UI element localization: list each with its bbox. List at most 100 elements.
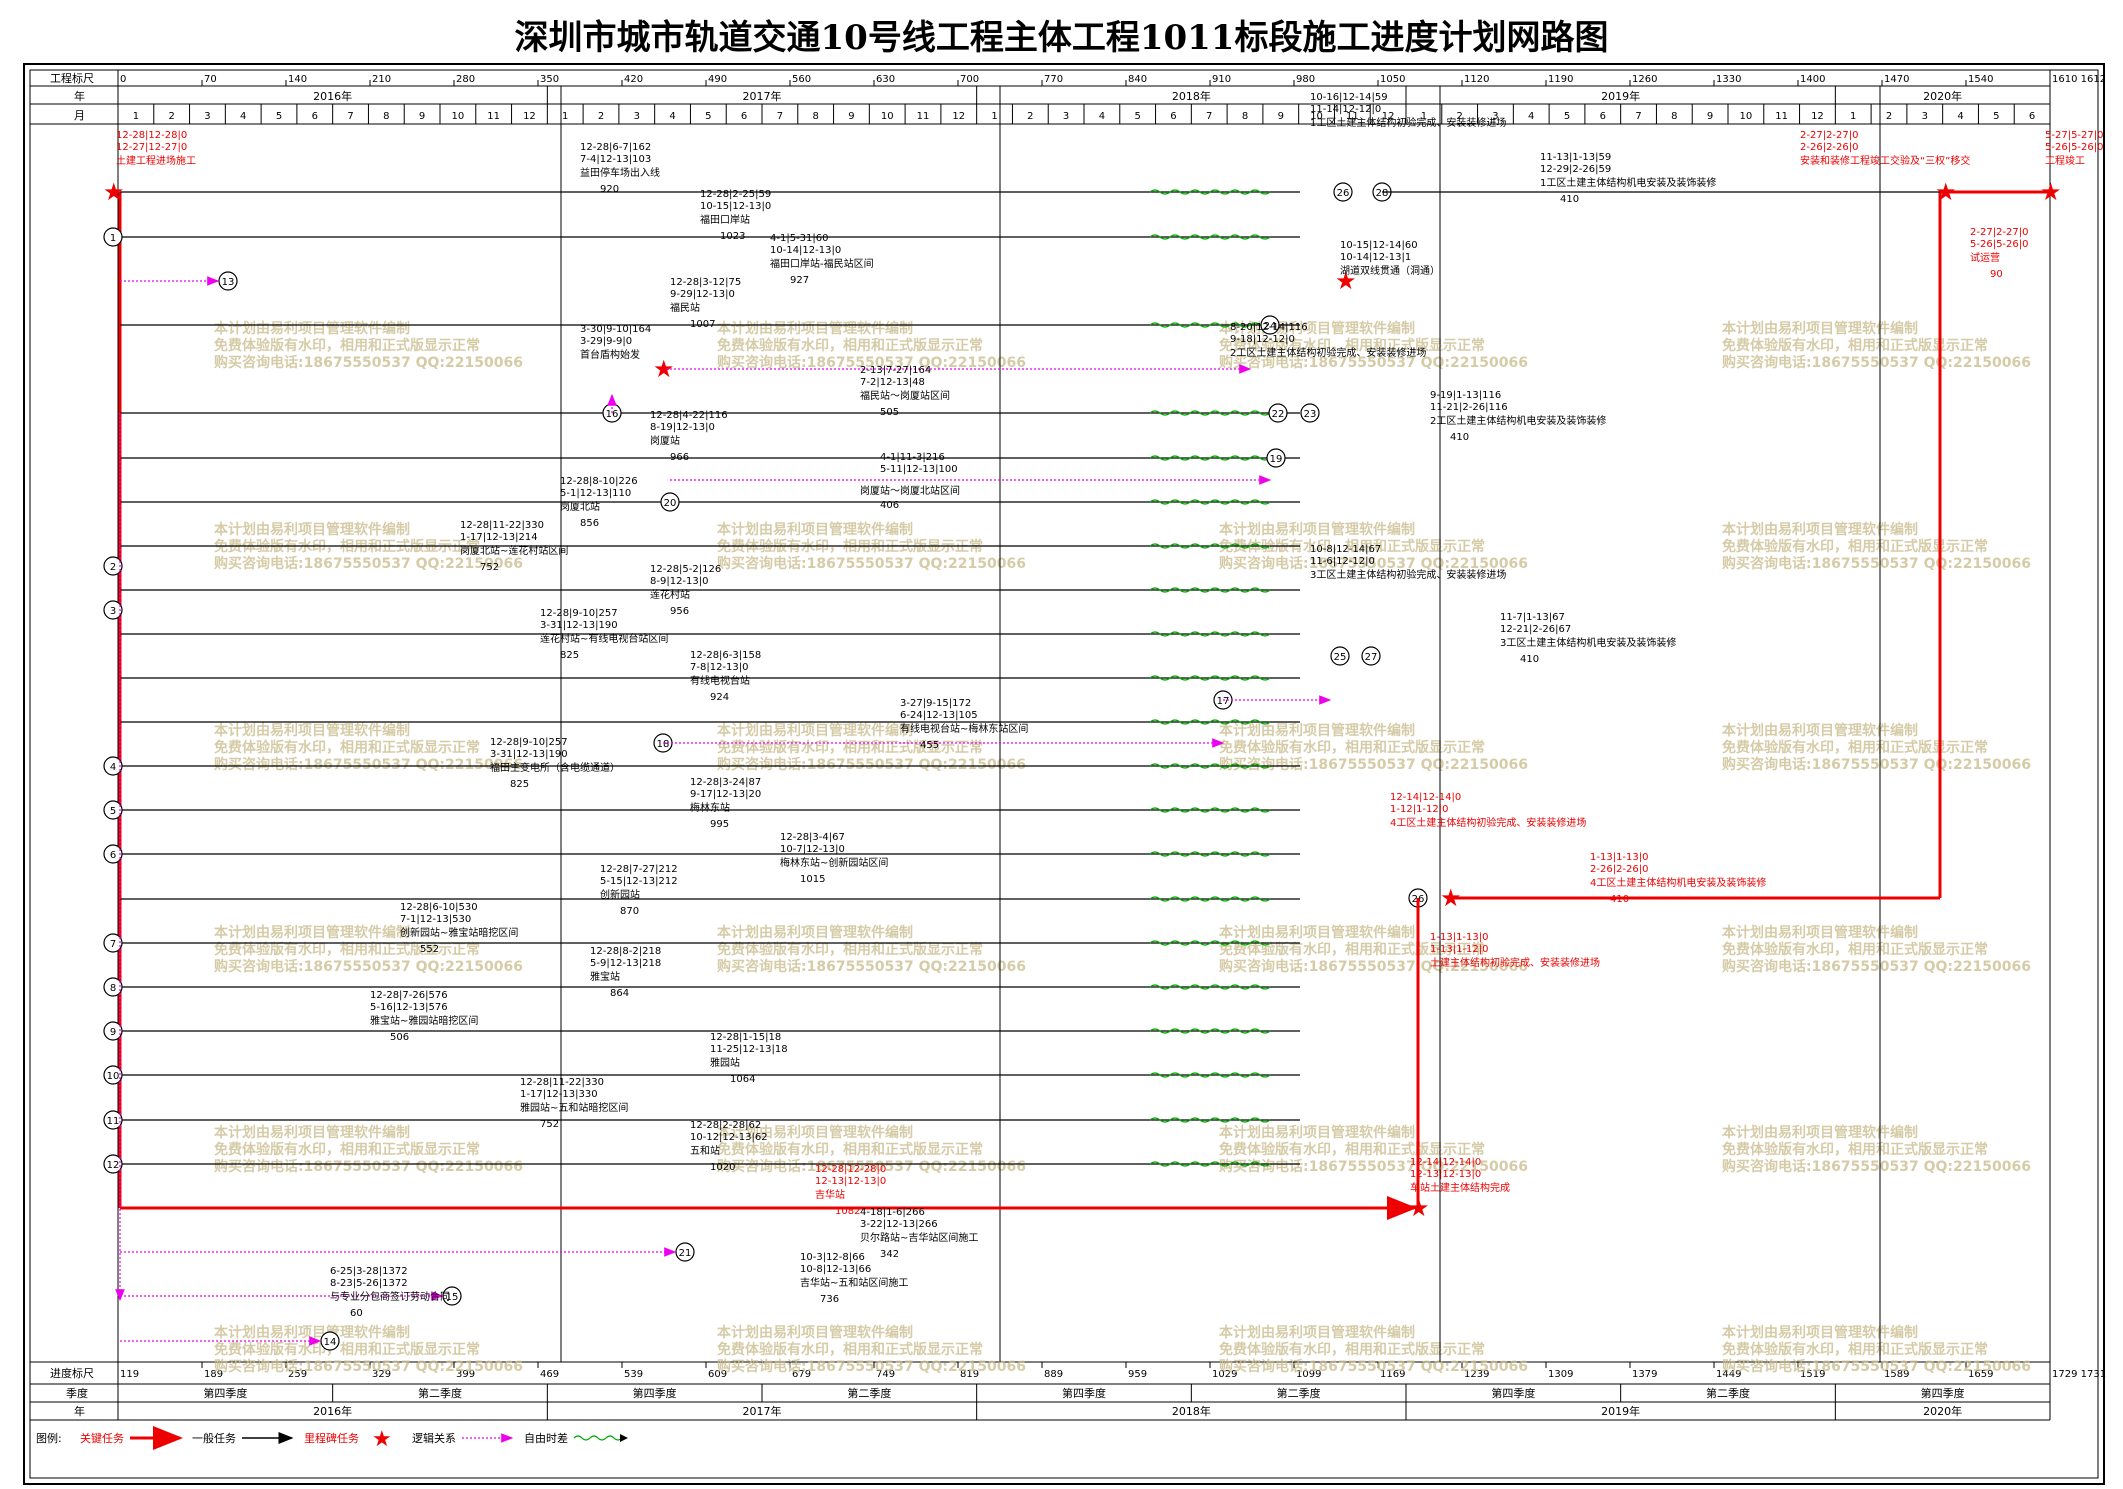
month-cell: 12	[952, 111, 965, 122]
node-number: 28	[1376, 188, 1389, 199]
watermark-text: 购买咨询电话:18675550537 QQ:22150066	[717, 354, 1026, 371]
task-duration: 920	[600, 184, 619, 195]
task-dates: 1-12|1-12|0	[1390, 804, 1449, 815]
task-dates: 6-25|3-28|1372	[330, 1266, 408, 1277]
month-cell: 11	[1346, 111, 1359, 122]
bottom-scale-tick: 399	[456, 1369, 475, 1380]
task-label: 3-27|9-15|1726-24|12-13|105有线电视台站~梅林东站区间…	[900, 698, 1028, 751]
task-name: 益田停车场出入线	[580, 166, 660, 179]
task-dates: 7-1|12-13|530	[400, 914, 471, 925]
network-node	[103, 1110, 123, 1130]
year-cell: 2017年	[743, 89, 782, 103]
month-cell: 8	[812, 111, 818, 122]
task-name: 4工区土建主体结构机电安装及装饰装修	[1590, 876, 1766, 889]
network-node	[1266, 448, 1286, 468]
bottom-scale-tick: 1239	[1464, 1369, 1489, 1380]
bottom-scale-tick: 539	[624, 1369, 643, 1380]
task-name: 吉华站	[815, 1188, 845, 1201]
milestone-star-icon: ★	[1935, 178, 1957, 206]
watermark-text: 购买咨询电话:18675550537 QQ:22150066	[214, 958, 523, 975]
task-label: 11-13|1-13|5912-29|2-26|591工区土建主体结构机电安装及…	[1540, 152, 1716, 205]
watermark-text: 免费体验版有水印，相用和正式版显示正常	[1722, 1141, 1988, 1158]
task-dates: 11-7|1-13|67	[1500, 612, 1565, 623]
footer-year-cell: 2019年	[1601, 1404, 1640, 1418]
quarter-cell: 第四季度	[1921, 1386, 1965, 1400]
task-label: 12-28|6-10|5307-1|12-13|530创新园站~雅宝站暗挖区间5…	[400, 902, 518, 955]
month-cell: 8	[1671, 111, 1677, 122]
month-cell: 10	[881, 111, 894, 122]
task-dates: 5-1|12-13|110	[560, 488, 631, 499]
task-dates: 8-23|5-26|1372	[330, 1278, 408, 1289]
task-dates: 12-14|12-14|0	[1390, 792, 1461, 803]
node-number: 27	[1365, 652, 1378, 663]
network-node	[103, 227, 123, 247]
milestone-star-icon: ★	[1440, 884, 1462, 912]
task-label: 12-28|9-10|2573-31|12-13|190福田主变电所（含电缆通道…	[490, 737, 620, 790]
node-number: 11	[107, 1116, 120, 1127]
top-scale-tick: 1540	[1968, 74, 1993, 85]
watermark-text: 购买咨询电话:18675550537 QQ:22150066	[214, 756, 523, 773]
task-dates: 12-27|12-27|0	[116, 142, 187, 153]
node-number: 4	[110, 762, 116, 773]
top-scale-tick: 210	[372, 74, 391, 85]
month-cell: 5	[705, 111, 711, 122]
month-cell: 9	[1278, 111, 1284, 122]
watermark-text: 购买咨询电话:18675550537 QQ:22150066	[1722, 958, 2031, 975]
network-node	[660, 492, 680, 512]
year-cell: 2018年	[1172, 89, 1211, 103]
task-name: 莲花村站	[650, 588, 690, 601]
watermark-text: 免费体验版有水印，相用和正式版显示正常	[1219, 538, 1485, 555]
month-cell: 12	[523, 111, 536, 122]
task-dates: 12-13|12-13|0	[1410, 1169, 1481, 1180]
task-name: 3工区土建主体结构机电安装及装饰装修	[1500, 636, 1676, 649]
month-cell: 12	[1382, 111, 1395, 122]
task-label: 8-20|12-14|1169-18|12-12|02工区土建主体结构初验完成、…	[1230, 322, 1426, 359]
legend-milestone-star-icon: ★	[372, 1427, 392, 1452]
top-scale-tick: 1190	[1548, 74, 1573, 85]
task-dates: 12-28|11-22|330	[460, 520, 544, 531]
task-name: 雅宝站	[590, 970, 620, 983]
watermark-text: 本计划由易利项目管理软件编制	[1722, 320, 1918, 337]
legend-logic-label: 逻辑关系	[412, 1431, 456, 1445]
month-cell: 1	[133, 111, 139, 122]
top-scale-tick: 70	[204, 74, 217, 85]
month-cell: 6	[312, 111, 318, 122]
task-duration: 927	[790, 275, 809, 286]
month-cell: 5	[1993, 111, 1999, 122]
task-dates: 12-28|6-3|158	[690, 650, 761, 661]
quarter-cell: 第二季度	[1277, 1386, 1321, 1400]
task-duration: 505	[880, 407, 899, 418]
bottom-scale-tick: 609	[708, 1369, 727, 1380]
year-cell: 2020年	[1923, 89, 1962, 103]
watermark-text: 本计划由易利项目管理软件编制	[1219, 1324, 1415, 1341]
task-dates: 2-27|2-27|0	[1970, 227, 2029, 238]
task-dates: 12-28|2-25|59	[700, 189, 771, 200]
watermark-text: 本计划由易利项目管理软件编制	[1219, 1124, 1415, 1141]
task-duration: 406	[880, 500, 899, 511]
watermark-text: 免费体验版有水印，相用和正式版显示正常	[717, 1341, 983, 1358]
task-name: 岗厦站	[650, 434, 680, 447]
watermark-text: 本计划由易利项目管理软件编制	[717, 924, 913, 941]
watermark-text: 本计划由易利项目管理软件编制	[717, 1124, 913, 1141]
task-dates: 9-18|12-12|0	[1230, 334, 1295, 345]
milestone-star-icon: ★	[103, 178, 125, 206]
task-dates: 11-14|12-12|0	[1310, 104, 1381, 115]
month-cell: 3	[1922, 111, 1928, 122]
watermark-text: 本计划由易利项目管理软件编制	[214, 521, 410, 538]
task-dates: 12-28|8-10|226	[560, 476, 638, 487]
task-duration: 410	[1450, 432, 1469, 443]
node-number: 8	[110, 983, 116, 994]
top-scale-tick: 1470	[1884, 74, 1909, 85]
watermark-text: 购买咨询电话:18675550537 QQ:22150066	[717, 1158, 1026, 1175]
month-cell: 7	[1635, 111, 1641, 122]
month-cell: 3	[634, 111, 640, 122]
task-name: 1工区土建主体结构初验完成、安装装修进场	[1310, 116, 1506, 129]
watermark-text: 本计划由易利项目管理软件编制	[1219, 924, 1415, 941]
